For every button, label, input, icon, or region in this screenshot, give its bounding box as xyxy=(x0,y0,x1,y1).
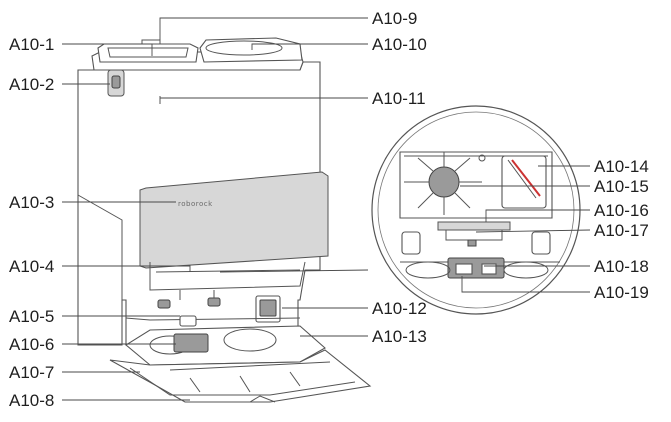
label-a10-17: A10-17 xyxy=(594,221,649,240)
nozzle-right xyxy=(207,297,221,307)
zoom-inset xyxy=(371,105,581,315)
label-a10-7: A10-7 xyxy=(9,363,54,382)
label-a10-16: A10-16 xyxy=(594,201,649,220)
brand-logo: roborock xyxy=(178,200,213,208)
label-a10-6: A10-6 xyxy=(9,335,54,354)
wash-tray xyxy=(125,325,326,366)
wash-tray-brush xyxy=(173,333,209,353)
nozzle-left xyxy=(157,299,171,309)
label-a10-4: A10-4 xyxy=(9,257,54,276)
left-labels: A10-1 A10-2 A10-3 A10-4 A10-5 A10-6 A10-… xyxy=(9,35,54,410)
clean-water-tank xyxy=(97,43,199,63)
label-a10-15: A10-15 xyxy=(594,177,649,196)
label-a10-10: A10-10 xyxy=(372,35,427,54)
label-a10-14: A10-14 xyxy=(594,157,649,176)
label-a10-11: A10-11 xyxy=(372,89,426,108)
label-a10-3: A10-3 xyxy=(9,193,54,212)
label-a10-19: A10-19 xyxy=(594,283,649,302)
leader-lines xyxy=(62,17,591,401)
label-a10-12: A10-12 xyxy=(372,299,427,318)
right-labels: A10-9 A10-10 A10-11 A10-12 A10-13 A10-14… xyxy=(372,9,649,346)
label-a10-1: A10-1 xyxy=(9,35,54,54)
fan-hub xyxy=(428,166,460,198)
label-a10-2: A10-2 xyxy=(9,75,54,94)
label-a10-8: A10-8 xyxy=(9,391,54,410)
label-a10-13: A10-13 xyxy=(372,327,427,346)
dock-illustration: roborock xyxy=(77,37,372,403)
label-a10-5: A10-5 xyxy=(9,307,54,326)
label-a10-9: A10-9 xyxy=(372,9,417,28)
drain-slot xyxy=(437,221,511,231)
dust-bag-cover xyxy=(139,171,329,269)
label-a10-18: A10-18 xyxy=(594,257,649,276)
